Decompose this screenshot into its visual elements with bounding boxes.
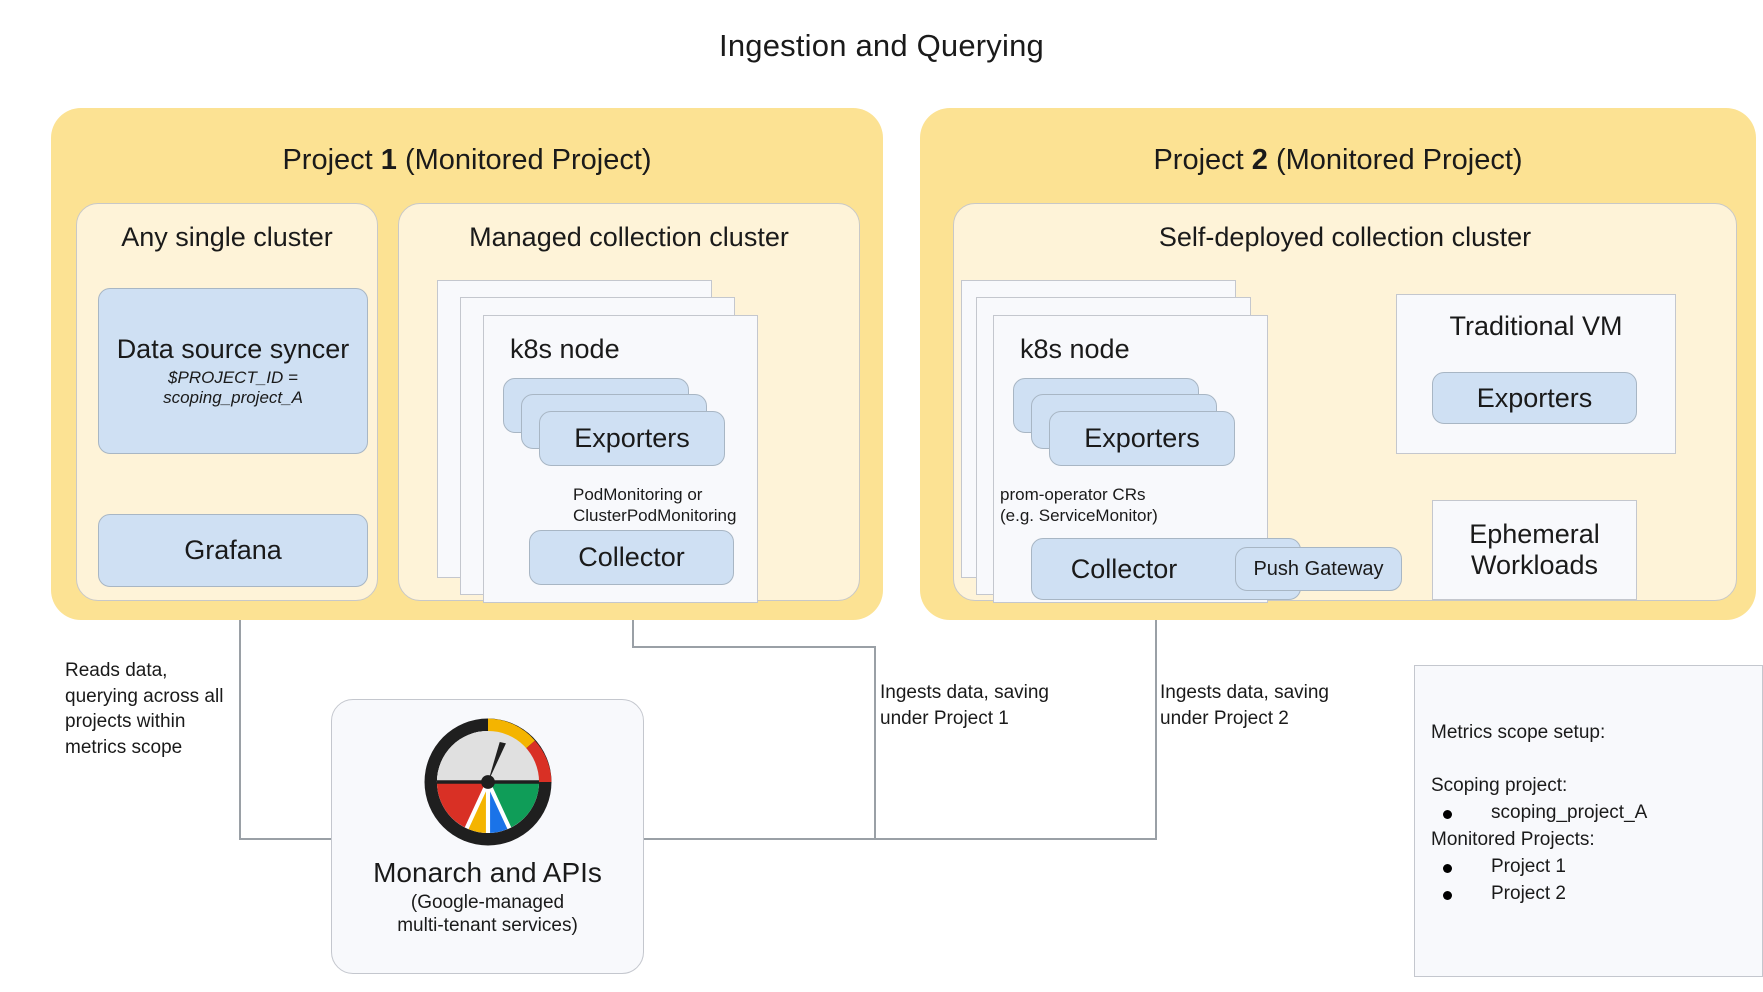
data-source-syncer-subtitle: $PROJECT_ID = scoping_project_A — [163, 368, 303, 408]
legend-scoping-list: scoping_project_A — [1415, 800, 1762, 827]
podmonitoring-line2: ClusterPodMonitoring — [573, 505, 737, 525]
connector-collector1-down2 — [874, 646, 876, 839]
connector-grafana-to-monarch — [239, 838, 332, 840]
monarch-title: Monarch and APIs — [373, 857, 602, 888]
project-2-number: 2 — [1251, 144, 1268, 176]
syncer-scoping-project: scoping_project_A — [163, 387, 303, 407]
ephemeral-workloads-label: Ephemeral Workloads — [1469, 519, 1600, 581]
prom-operator-line2: (e.g. ServiceMonitor) — [1000, 505, 1158, 525]
exporters-label-2: Exporters — [1084, 423, 1200, 454]
node-exporters-vm[interactable]: Exporters — [1432, 372, 1637, 424]
node-exporters-managed[interactable]: Exporters — [539, 411, 725, 466]
k8s-node-label-1: k8s node — [510, 334, 620, 364]
annotation-ingests-project2: Ingests data, saving under Project 2 — [1160, 682, 1329, 729]
node-grafana[interactable]: Grafana — [98, 514, 368, 587]
collector-label-1: Collector — [578, 542, 685, 573]
node-data-source-syncer[interactable]: Data source syncer $PROJECT_ID = scoping… — [98, 288, 368, 454]
data-source-syncer-title: Data source syncer — [116, 334, 350, 365]
legend-spacer — [1415, 747, 1762, 773]
legend-monitored-list: Project 1 Project 2 — [1415, 854, 1762, 908]
exporters-label-3: Exporters — [1476, 382, 1593, 413]
edge-label-prom-operator: prom-operator CRs (e.g. ServiceMonitor) — [1000, 485, 1200, 526]
monarch-subtitle: (Google-managed multi-tenant services) — [397, 891, 578, 937]
push-gateway-label: Push Gateway — [1253, 557, 1384, 580]
annotation-ingests-project1: Ingests data, saving under Project 1 — [880, 682, 1049, 729]
project-1-number: 1 — [380, 144, 397, 176]
monarch-gauge-icon — [424, 718, 551, 846]
ephemeral-line2: Workloads — [1470, 550, 1599, 580]
list-item: Project 1 — [1415, 854, 1762, 881]
connector-collector1-right — [632, 646, 875, 648]
cluster-managed-title: Managed collection cluster — [469, 222, 789, 252]
project-1-prefix: Project — [282, 144, 381, 176]
list-item: scoping_project_A — [1415, 800, 1762, 827]
project-1-suffix: (Monitored Project) — [396, 144, 652, 176]
exporters-label-1: Exporters — [574, 423, 690, 454]
legend-monitored-heading: Monitored Projects: — [1431, 828, 1595, 850]
k8s-node-label-2: k8s node — [1020, 334, 1130, 364]
project-2-title: Project 2 (Monitored Project) — [920, 144, 1756, 177]
monarch-sub-line2: multi-tenant services) — [397, 915, 578, 937]
edge-label-podmonitoring: PodMonitoring or ClusterPodMonitoring — [573, 485, 773, 526]
grafana-label: Grafana — [184, 535, 282, 566]
legend-metrics-scope: Metrics scope setup: Scoping project: sc… — [1414, 665, 1763, 977]
card-ephemeral-workloads[interactable]: Ephemeral Workloads — [1432, 500, 1637, 600]
node-exporters-self-deployed[interactable]: Exporters — [1049, 411, 1235, 466]
traditional-vm-label: Traditional VM — [1449, 311, 1623, 341]
node-push-gateway[interactable]: Push Gateway — [1235, 547, 1402, 591]
podmonitoring-line1: PodMonitoring or — [573, 485, 703, 504]
legend-scoping-heading: Scoping project: — [1431, 774, 1568, 796]
cluster-self-deployed-title: Self-deployed collection cluster — [1158, 222, 1532, 252]
project-2-prefix: Project — [1153, 144, 1252, 176]
list-item: Project 2 — [1415, 881, 1762, 908]
collector-label-2: Collector — [1070, 553, 1178, 584]
syncer-project-id: $PROJECT_ID = — [168, 367, 298, 387]
legend-heading: Metrics scope setup: — [1431, 722, 1606, 743]
prom-operator-line1: prom-operator CRs — [1000, 485, 1146, 504]
page-title: Ingestion and Querying — [719, 28, 1044, 63]
monarch-sub-line1: (Google-managed — [410, 892, 565, 913]
card-monarch-and-apis[interactable]: Monarch and APIs (Google-managed multi-t… — [331, 699, 644, 974]
connector-grafana-down — [239, 537, 241, 839]
connector-collector2-down — [1155, 570, 1157, 839]
cluster-any-single-title: Any single cluster — [121, 222, 333, 252]
project-1-title: Project 1 (Monitored Project) — [51, 144, 883, 177]
ephemeral-line1: Ephemeral — [1469, 519, 1600, 550]
project-2-suffix: (Monitored Project) — [1267, 144, 1523, 176]
annotation-reads-data: Reads data, querying across all projects… — [65, 660, 224, 758]
connector-collector2-to-monarch — [640, 838, 1157, 840]
node-collector-managed[interactable]: Collector — [529, 530, 734, 585]
